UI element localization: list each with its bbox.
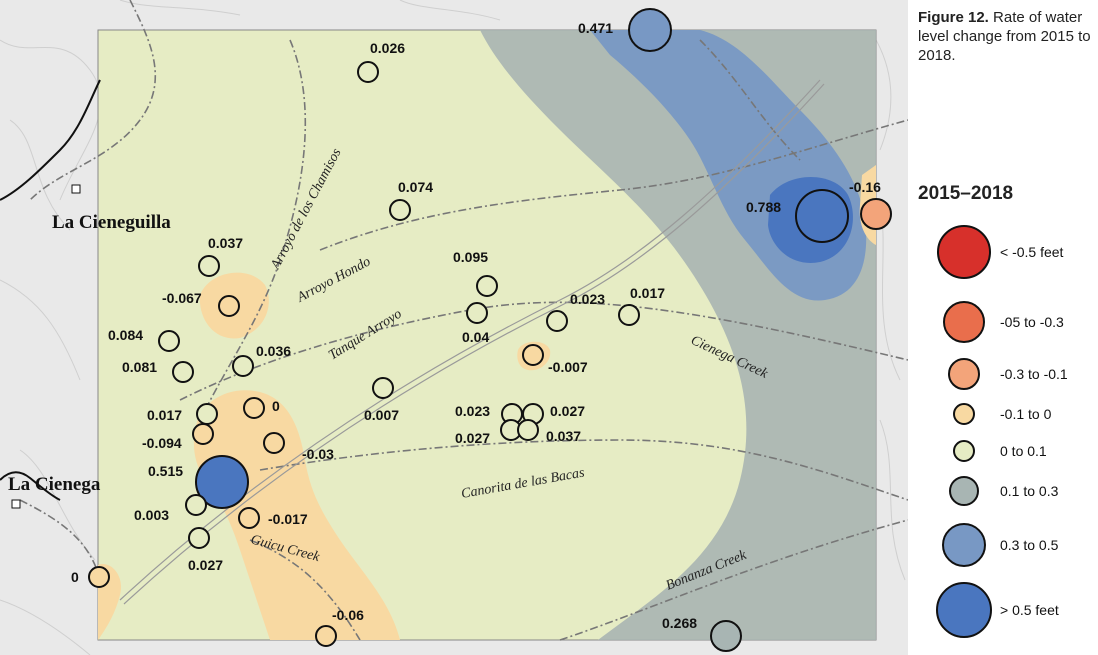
- la-cienega-marker: [11, 499, 21, 509]
- well-label: 0.788: [746, 199, 781, 215]
- place-label-la-cieneguilla: La Cieneguilla: [52, 212, 171, 233]
- roads: [19, 0, 908, 641]
- well-label: 0.017: [630, 285, 665, 301]
- figure-number: Figure 12.: [918, 9, 989, 26]
- legend-symbol-neg-0.3-to-neg-0.1: [948, 358, 980, 390]
- well-label: 0.027: [188, 557, 223, 573]
- well-marker: [315, 625, 337, 647]
- well-label: 0.268: [662, 615, 697, 631]
- well-label: 0.084: [108, 327, 143, 343]
- well-marker: [88, 566, 110, 588]
- well-marker: [243, 397, 265, 419]
- well-marker: [710, 620, 742, 652]
- well-label: 0: [272, 398, 280, 414]
- well-label: -0.16: [849, 179, 881, 195]
- well-label: 0.017: [147, 407, 182, 423]
- legend: < -0.5 feet -05 to -0.3 -0.3 to -0.1 -0.…: [936, 225, 1068, 638]
- legend-label: -05 to -0.3: [1000, 314, 1064, 330]
- well-label: -0.03: [302, 446, 334, 462]
- well-marker: [232, 355, 254, 377]
- place-label-la-cienega: La Cienega: [8, 474, 101, 495]
- legend-label: > 0.5 feet: [1000, 602, 1059, 618]
- well-marker: [198, 255, 220, 277]
- well-marker: [522, 344, 544, 366]
- well-marker: [517, 419, 539, 441]
- legend-label: -0.3 to -0.1: [1000, 366, 1068, 382]
- legend-symbol-below-neg-0.5: [937, 225, 991, 279]
- well-label: -0.007: [548, 359, 588, 375]
- legend-label: 0.1 to 0.3: [1000, 483, 1059, 499]
- well-label: 0.037: [546, 428, 581, 444]
- well-label: 0.095: [453, 249, 488, 265]
- well-label: -0.094: [142, 435, 182, 451]
- well-marker: [860, 198, 892, 230]
- well-label: 0.036: [256, 343, 291, 359]
- well-marker: [795, 189, 849, 243]
- well-label: -0.067: [162, 290, 202, 306]
- well-marker: [192, 423, 214, 445]
- well-label: 0: [71, 569, 79, 585]
- legend-label: < -0.5 feet: [1000, 244, 1064, 260]
- well-label: 0.027: [455, 430, 490, 446]
- well-marker: [476, 275, 498, 297]
- legend-symbol-neg-0.5-to-neg-0.3: [943, 301, 985, 343]
- legend-symbol-0-to-0.1: [953, 440, 975, 462]
- well-marker: [196, 403, 218, 425]
- well-label: 0.023: [570, 291, 605, 307]
- well-marker: [185, 494, 207, 516]
- well-marker: [172, 361, 194, 383]
- well-label: 0.471: [578, 20, 613, 36]
- well-label: -0.017: [268, 511, 308, 527]
- legend-symbol-above-0.5: [936, 582, 992, 638]
- legend-label: 0 to 0.1: [1000, 443, 1047, 459]
- well-marker: [238, 507, 260, 529]
- well-label: 0.007: [364, 407, 399, 423]
- well-marker: [372, 377, 394, 399]
- well-marker: [466, 302, 488, 324]
- legend-symbol-0.3-to-0.5: [942, 523, 986, 567]
- well-marker: [263, 432, 285, 454]
- legend-symbol-neg-0.1-to-0: [953, 403, 975, 425]
- well-label: 0.081: [122, 359, 157, 375]
- well-marker: [618, 304, 640, 326]
- well-marker: [195, 455, 249, 509]
- well-marker: [389, 199, 411, 221]
- legend-label: 0.3 to 0.5: [1000, 537, 1059, 553]
- well-label: 0.023: [455, 403, 490, 419]
- county-boundary: [0, 79, 101, 501]
- well-label: 0.037: [208, 235, 243, 251]
- figure-caption-text: Rate of water level change from 2015 to …: [918, 9, 1091, 64]
- well-label: -0.06: [332, 607, 364, 623]
- water-level-map: La Cieneguilla La Cienega Arroyo de los …: [0, 0, 908, 655]
- la-cieneguilla-marker: [71, 184, 81, 194]
- well-marker: [357, 61, 379, 83]
- zone-neg-0.1-to-0-south: [193, 390, 400, 640]
- well-label: 0.074: [398, 179, 433, 195]
- well-marker: [188, 527, 210, 549]
- figure-caption: Figure 12. Rate of water level change fr…: [918, 8, 1096, 65]
- legend-symbol-0.1-to-0.3: [949, 476, 979, 506]
- well-marker: [628, 8, 672, 52]
- wells: 0.026 0.471 0.074 0.788 -0.16 0.037 -0.0…: [71, 8, 892, 652]
- legend-title: 2015–2018: [918, 183, 1014, 204]
- well-marker: [158, 330, 180, 352]
- well-label: 0.515: [148, 463, 183, 479]
- legend-label: -0.1 to 0: [1000, 406, 1052, 422]
- well-marker: [546, 310, 568, 332]
- well-marker: [218, 295, 240, 317]
- well-label: 0.003: [134, 507, 169, 523]
- well-label: 0.04: [462, 329, 489, 345]
- well-label: 0.026: [370, 40, 405, 56]
- well-label: 0.027: [550, 403, 585, 419]
